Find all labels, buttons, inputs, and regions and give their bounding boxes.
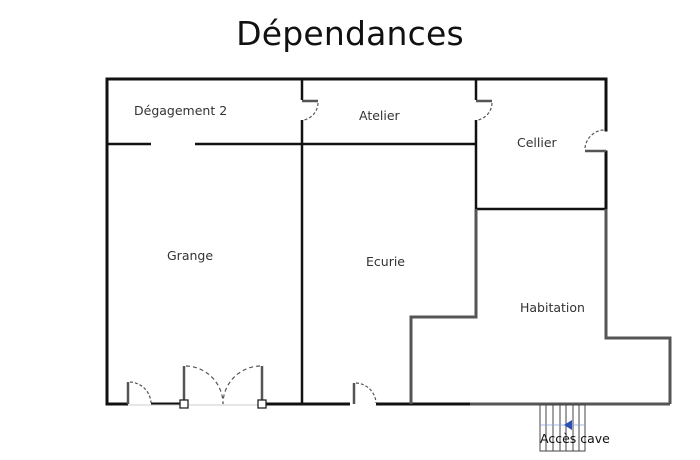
habitation-left-wall <box>409 209 478 404</box>
room-label-atelier: Atelier <box>359 108 400 123</box>
doors <box>126 99 606 409</box>
door-cellier-right <box>584 129 606 153</box>
door-cellier-left <box>476 99 493 121</box>
room-label-grange: Grange <box>167 248 214 263</box>
room-label-habitation: Habitation <box>520 300 585 315</box>
exterior-walls <box>105 77 608 406</box>
stair-arrow-icon <box>564 420 572 430</box>
room-label-degagement-2: Dégagement 2 <box>134 103 228 118</box>
stairs-icon <box>539 404 586 452</box>
door-grange-small <box>126 381 152 404</box>
habitation-walls <box>409 209 672 404</box>
stairs-label: Accès cave <box>540 431 610 446</box>
room-label-cellier: Cellier <box>517 135 557 150</box>
habitation-right-wall <box>604 209 672 404</box>
door-atelier-left <box>302 99 319 121</box>
door-grange-double <box>179 365 267 409</box>
room-label-ecurie: Ecurie <box>366 254 405 269</box>
interior-walls <box>107 79 606 404</box>
plan-title: Dépendances <box>236 14 464 53</box>
door-ecurie <box>352 382 377 404</box>
